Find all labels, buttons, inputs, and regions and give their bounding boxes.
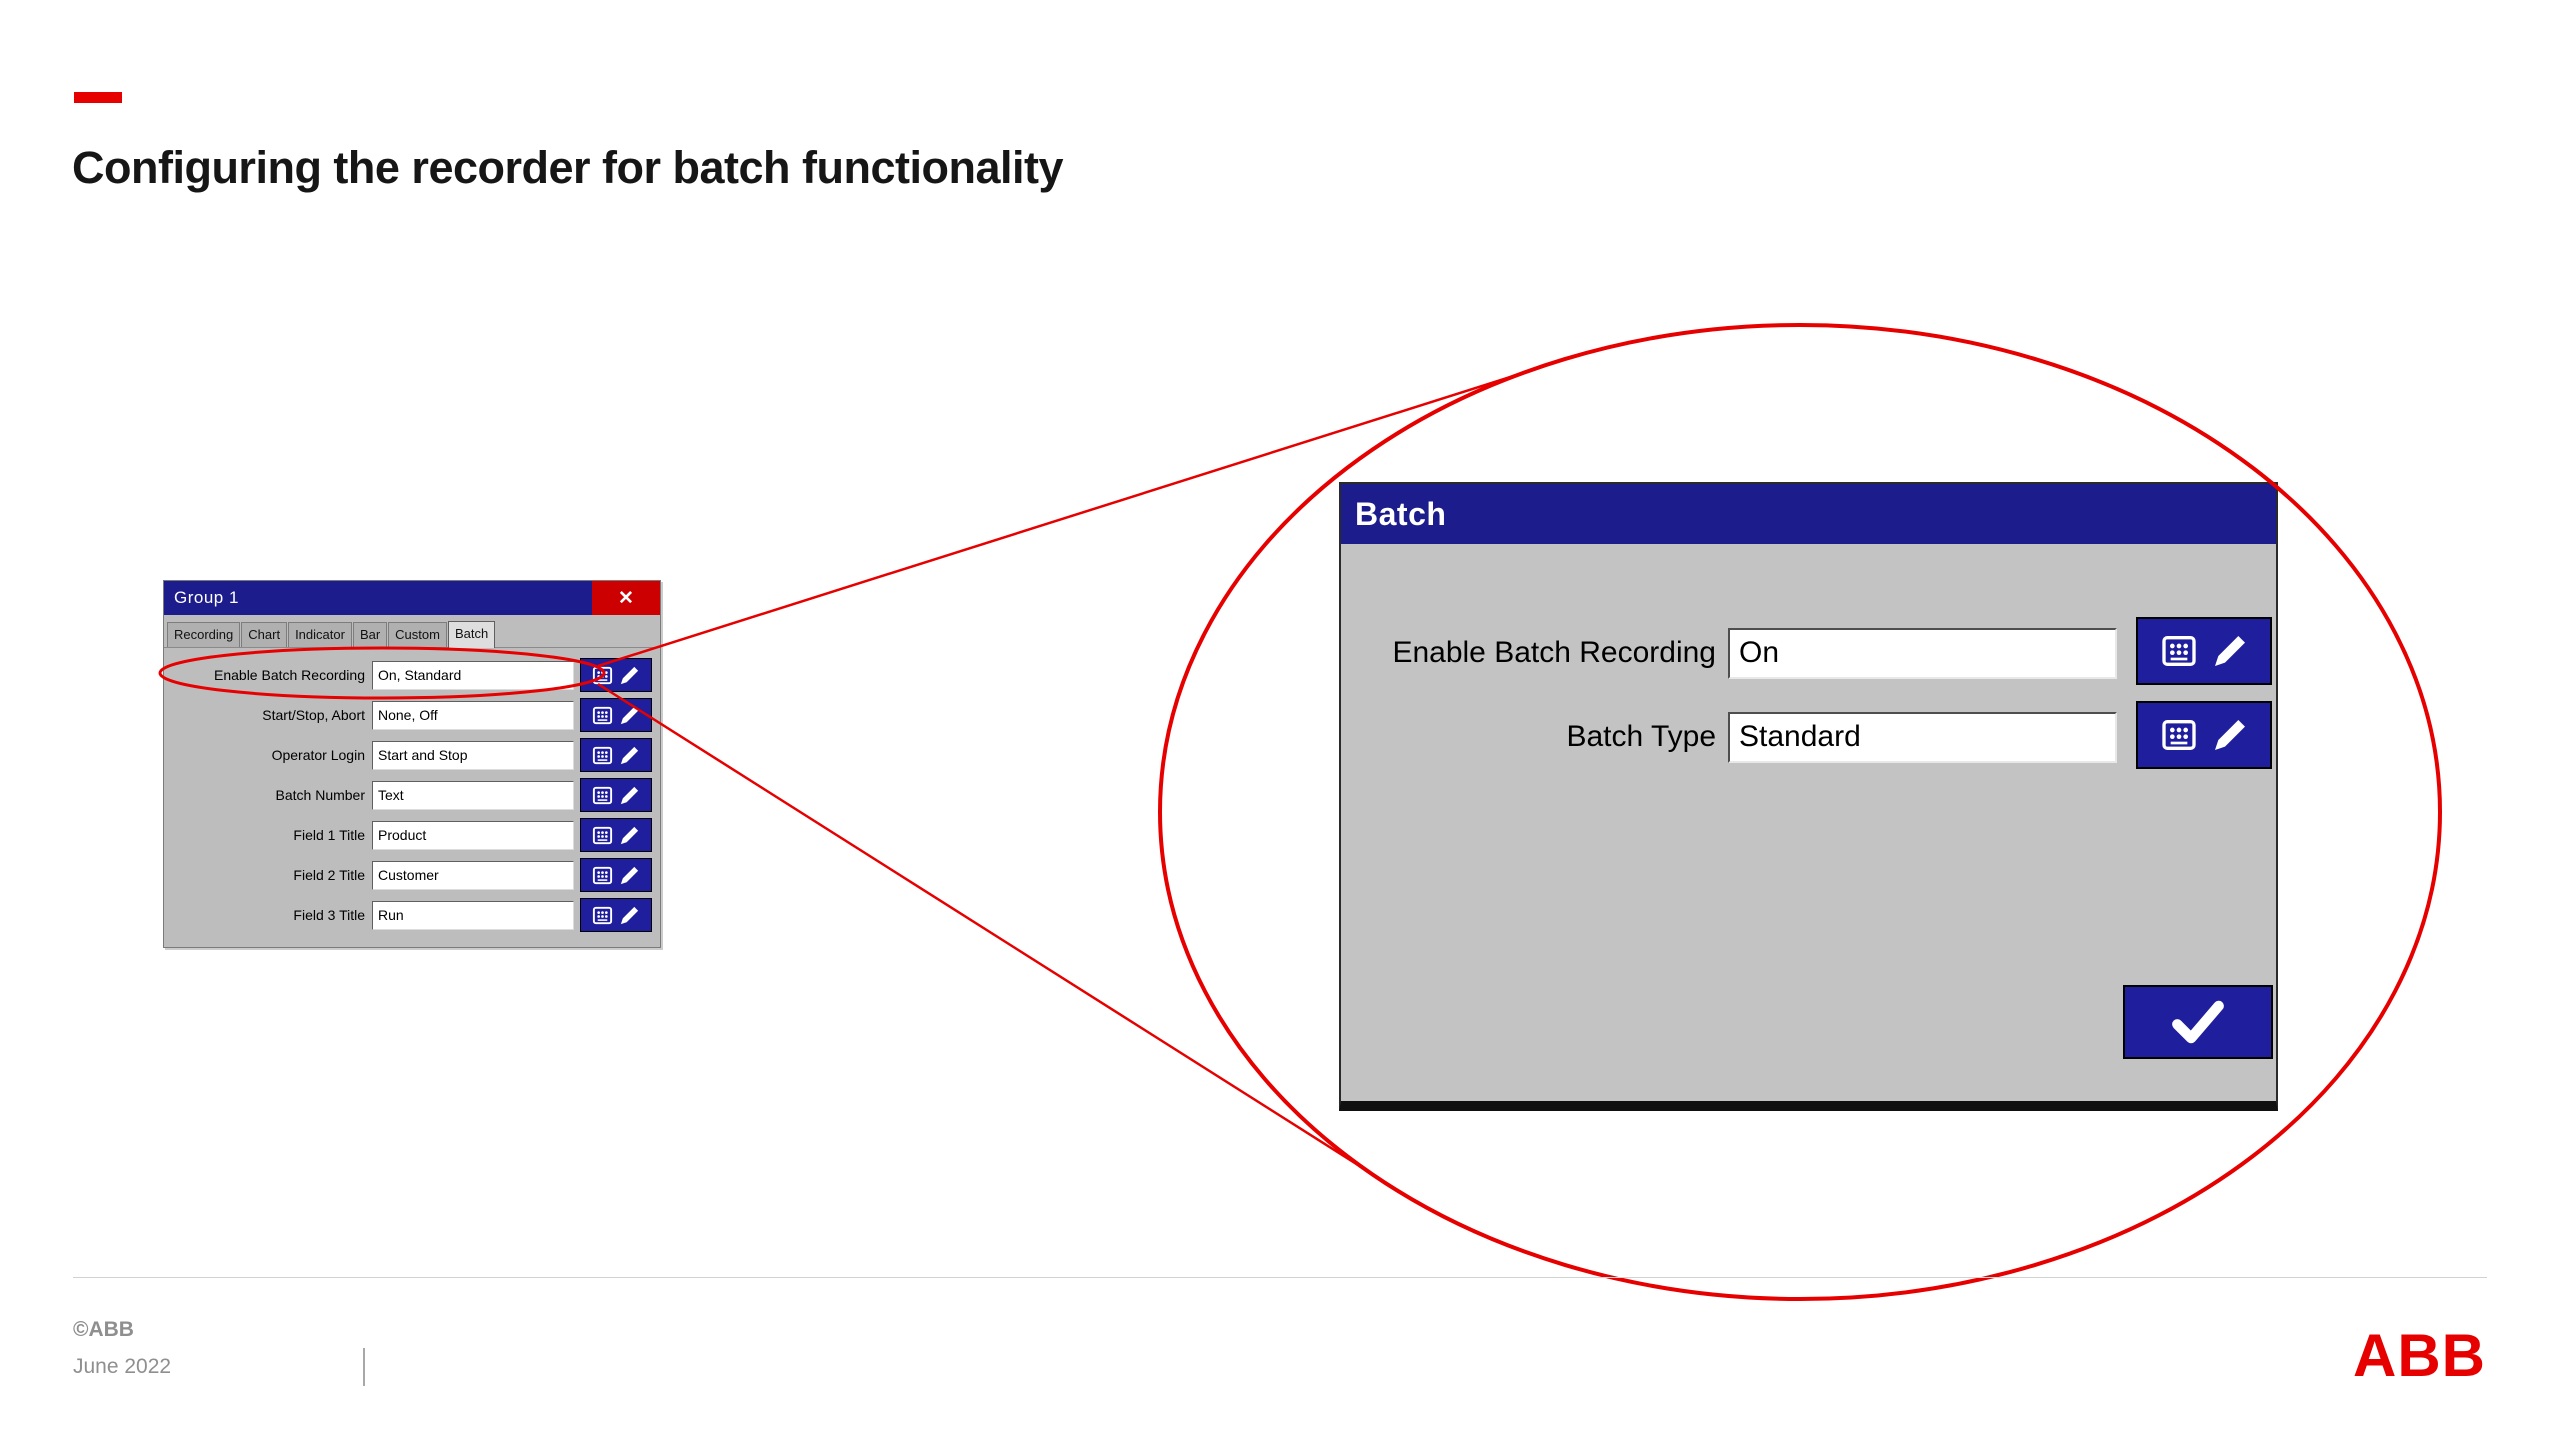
field-value-input[interactable]: Start and Stop: [372, 740, 574, 770]
tab-recording[interactable]: Recording: [167, 622, 241, 647]
pencil-icon: [620, 866, 639, 884]
edit-button[interactable]: [580, 658, 652, 692]
field-label: Start/Stop, Abort: [262, 707, 365, 723]
accent-dash: [74, 92, 122, 103]
group-dialog-titlebar: Group 1 ✕: [164, 581, 660, 615]
group-dialog-tabs: Recording Chart Indicator Bar Custom Bat…: [164, 615, 660, 648]
settings-row-batch-number: Batch Number Text: [164, 775, 656, 815]
date-text: June 2022: [73, 1355, 172, 1378]
settings-row-operator-login: Operator Login Start and Stop: [164, 735, 656, 775]
field-label: Batch Number: [275, 787, 365, 803]
footer-rule: [73, 1277, 2487, 1278]
edit-button[interactable]: [580, 778, 652, 812]
field-label: Enable Batch Recording: [214, 667, 365, 683]
group-dialog-rows: Enable Batch Recording On, Standard Star…: [164, 648, 660, 935]
field-value-input[interactable]: Run: [372, 900, 574, 930]
callout-line-bottom: [597, 682, 1389, 1186]
group-dialog-title: Group 1: [174, 588, 239, 607]
keypad-icon: [592, 826, 613, 844]
tab-chart[interactable]: Chart: [241, 622, 288, 647]
pencil-icon: [620, 706, 639, 724]
footer-divider: [363, 1348, 365, 1386]
abb-logo: ABB: [2353, 1322, 2486, 1389]
keypad-icon: [592, 746, 613, 764]
field-label: Batch Type: [1566, 720, 1716, 753]
edit-button[interactable]: [580, 898, 652, 932]
field-label: Field 2 Title: [293, 867, 365, 883]
pencil-icon: [620, 786, 639, 804]
keypad-icon: [592, 866, 613, 884]
keypad-icon: [2161, 720, 2196, 750]
tab-indicator[interactable]: Indicator: [288, 622, 352, 647]
pencil-icon: [2214, 636, 2245, 666]
batch-dialog-titlebar: Batch: [1341, 484, 2276, 544]
tab-custom[interactable]: Custom: [388, 622, 447, 647]
field-label: Operator Login: [271, 747, 365, 763]
pencil-icon: [620, 826, 639, 844]
keypad-icon: [592, 906, 613, 924]
edit-button[interactable]: [580, 818, 652, 852]
close-button[interactable]: ✕: [592, 581, 660, 615]
edit-button[interactable]: [580, 738, 652, 772]
pencil-icon: [620, 666, 639, 684]
field-label: Field 1 Title: [293, 827, 365, 843]
settings-row-field-3-title: Field 3 Title Run: [164, 895, 656, 935]
batch-dialog-title: Batch: [1355, 495, 1447, 532]
settings-row-start-stop-abort: Start/Stop, Abort None, Off: [164, 695, 656, 735]
pencil-icon: [620, 746, 639, 764]
pencil-icon: [620, 906, 639, 924]
field-value-input[interactable]: Product: [372, 820, 574, 850]
keypad-icon: [592, 786, 613, 804]
pencil-icon: [2214, 720, 2245, 750]
tab-batch[interactable]: Batch: [447, 621, 496, 648]
field-value-input[interactable]: Standard: [1728, 712, 2117, 763]
field-value-input[interactable]: Customer: [372, 860, 574, 890]
x-icon: ✕: [618, 587, 634, 609]
edit-button[interactable]: [2136, 617, 2272, 685]
edit-button[interactable]: [580, 698, 652, 732]
confirm-button[interactable]: [2123, 985, 2273, 1059]
group-dialog: Group 1 ✕ Recording Chart Indicator Bar …: [163, 580, 661, 948]
field-value-input[interactable]: None, Off: [372, 700, 574, 730]
keypad-icon: [2161, 636, 2196, 666]
tab-bar[interactable]: Bar: [352, 622, 388, 647]
check-icon: [2172, 1000, 2224, 1044]
keypad-icon: [592, 666, 613, 684]
keypad-icon: [592, 706, 613, 724]
settings-row-enable-batch-recording: Enable Batch Recording On, Standard: [164, 655, 656, 695]
field-value-input[interactable]: On, Standard: [372, 660, 574, 690]
settings-row-field-2-title: Field 2 Title Customer: [164, 855, 656, 895]
field-value-input[interactable]: Text: [372, 780, 574, 810]
edit-button[interactable]: [580, 858, 652, 892]
field-value-input[interactable]: On: [1728, 628, 2117, 679]
field-label: Field 3 Title: [293, 907, 365, 923]
batch-dialog-body: Enable Batch Recording On Batch Type Sta…: [1341, 544, 2276, 1101]
edit-button[interactable]: [2136, 701, 2272, 769]
field-label: Enable Batch Recording: [1392, 636, 1716, 669]
page-title: Configuring the recorder for batch funct…: [72, 142, 1064, 193]
copyright-text: ©ABB: [73, 1318, 134, 1341]
batch-dialog: Batch Enable Batch Recording On Batch Ty…: [1339, 482, 2278, 1111]
settings-row-field-1-title: Field 1 Title Product: [164, 815, 656, 855]
